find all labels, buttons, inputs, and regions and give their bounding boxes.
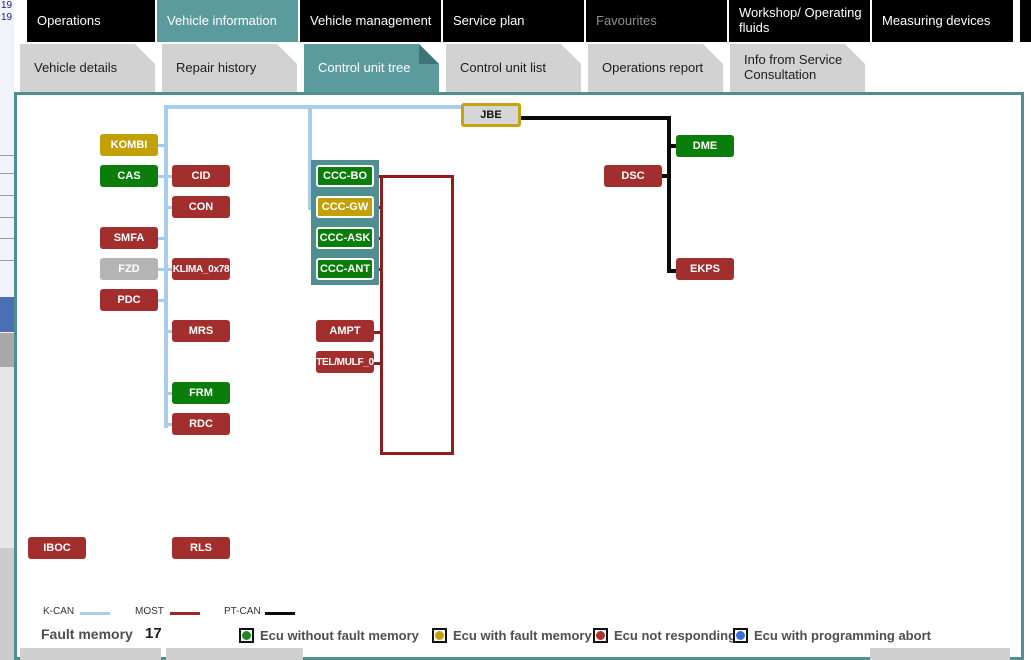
kcan-legend-line <box>80 612 110 615</box>
most-ring <box>380 175 454 455</box>
ptcan-vertical-line <box>667 116 671 273</box>
legend-not-responding-icon <box>593 628 608 643</box>
ecu-node-fzd[interactable]: FZD <box>100 258 158 280</box>
ecu-node-ccc-ant[interactable]: CCC-ANT <box>316 258 374 280</box>
ecu-node-iboc[interactable]: IBOC <box>28 537 86 559</box>
kcan-stub-smfa <box>158 237 164 240</box>
ptcan-legend-label: PT-CAN <box>224 606 261 617</box>
ecu-node-ccc-ask[interactable]: CCC-ASK <box>316 227 374 249</box>
ecu-node-con[interactable]: CON <box>172 196 230 218</box>
kcan-stub-cas-cid <box>158 175 172 178</box>
tab-control-unit-list[interactable]: Control unit list <box>446 44 581 92</box>
fault-memory-count: 17 <box>145 625 162 642</box>
divider <box>0 195 14 196</box>
most-legend-line <box>170 612 200 615</box>
ecu-node-dsc[interactable]: DSC <box>604 165 662 187</box>
menu-vehicle-management[interactable]: Vehicle management <box>300 0 441 42</box>
legend-ok-label: Ecu without fault memory <box>260 628 419 643</box>
legend-not-responding-label: Ecu not responding <box>614 628 737 643</box>
background-window-block <box>0 333 14 367</box>
tab-info-from-service-consultation[interactable]: Info from Service Consultation <box>730 44 865 92</box>
ecu-node-ekps[interactable]: EKPS <box>676 258 734 280</box>
ecu-node-ccc-gw[interactable]: CCC-GW <box>316 196 374 218</box>
ptcan-top-line <box>521 116 671 120</box>
menu-favourites: Favourites <box>586 0 727 42</box>
kcan-stub-frm <box>165 392 172 395</box>
background-window-block <box>0 297 14 332</box>
control-unit-tree-panel: JBE KOMBI CAS CID CON SMFA FZD KLIMA_0x7… <box>14 92 1024 660</box>
tab-vehicle-details[interactable]: Vehicle details <box>20 44 155 92</box>
tab-control-unit-tree[interactable]: Control unit tree <box>304 44 439 92</box>
ptcan-stub-dsc <box>662 174 667 178</box>
ptcan-stub-ekps <box>671 269 676 273</box>
ecu-node-rls[interactable]: RLS <box>172 537 230 559</box>
horizontal-scrollbar[interactable] <box>870 648 1010 660</box>
ecu-node-kombi[interactable]: KOMBI <box>100 134 158 156</box>
fault-memory-label: Fault memory <box>41 626 133 642</box>
menu-workshop-operating-fluids[interactable]: Workshop/ Operating fluids <box>729 0 870 42</box>
kcan-stub-mrs <box>165 330 172 333</box>
ecu-node-smfa[interactable]: SMFA <box>100 227 158 249</box>
divider <box>0 217 14 218</box>
kcan-legend-label: K-CAN <box>43 606 75 617</box>
ptcan-stub-dme <box>671 144 676 148</box>
ptcan-legend-line <box>265 612 295 615</box>
divider <box>0 173 14 174</box>
tab-repair-history[interactable]: Repair history <box>162 44 297 92</box>
background-window-block <box>0 367 14 548</box>
tab-bar: Vehicle details Repair history Control u… <box>20 44 865 92</box>
menu-service-plan[interactable]: Service plan <box>443 0 584 42</box>
ecu-node-ccc-bo[interactable]: CCC-BO <box>316 165 374 187</box>
ecu-node-mrs[interactable]: MRS <box>172 320 230 342</box>
kcan-bus-vertical-line <box>164 105 168 428</box>
ecu-node-cid[interactable]: CID <box>172 165 230 187</box>
kcan-bus-top-line <box>164 105 461 109</box>
kcan-stub-pdc <box>158 299 164 302</box>
menu-operations[interactable]: Operations <box>27 0 155 42</box>
legend-fault-icon <box>432 628 447 643</box>
background-window: 19 19 <box>0 0 14 660</box>
most-legend-label: MOST <box>135 606 164 617</box>
ecu-node-tel-mulf[interactable]: TEL/MULF_0 <box>316 351 374 373</box>
ecu-node-jbe[interactable]: JBE <box>461 103 521 127</box>
legend-ok-icon <box>239 628 254 643</box>
ecu-node-pdc[interactable]: PDC <box>100 289 158 311</box>
ecu-node-ampt[interactable]: AMPT <box>316 320 374 342</box>
divider <box>0 260 14 261</box>
legend-fault-label: Ecu with fault memory <box>453 628 592 643</box>
kcan-stub-kombi <box>158 144 164 147</box>
background-window-text: 19 <box>1 0 13 11</box>
tab-operations-report[interactable]: Operations report <box>588 44 723 92</box>
footer-button-placeholder[interactable] <box>20 648 161 660</box>
ecu-node-dme[interactable]: DME <box>676 135 734 157</box>
ccc-group-highlight: CCC-BO CCC-GW CCC-ASK CCC-ANT <box>311 160 379 285</box>
menu-measuring-devices[interactable]: Measuring devices <box>872 0 1013 42</box>
ecu-node-frm[interactable]: FRM <box>172 382 230 404</box>
menu-vehicle-information[interactable]: Vehicle information <box>157 0 298 42</box>
legend-programming-abort-icon <box>733 628 748 643</box>
footer-button-placeholder[interactable] <box>166 648 303 660</box>
kcan-stub-fzd-klima <box>158 268 172 271</box>
divider <box>0 155 14 156</box>
most-stub-tel-mulf <box>374 362 380 365</box>
kcan-branch-vertical-line <box>308 105 312 210</box>
ecu-node-klima[interactable]: KLIMA_0x78 <box>172 258 230 280</box>
background-window-text: 19 <box>1 12 13 23</box>
most-stub-ampt <box>374 331 380 334</box>
main-menu: Operations Vehicle information Vehicle m… <box>27 0 1013 42</box>
divider <box>0 238 14 239</box>
kcan-stub-con <box>165 206 172 209</box>
menu-overflow-stub <box>1020 0 1031 42</box>
ecu-node-rdc[interactable]: RDC <box>172 413 230 435</box>
legend-programming-abort-label: Ecu with programming abort <box>754 628 931 643</box>
background-window-block <box>0 548 14 660</box>
ecu-node-cas[interactable]: CAS <box>100 165 158 187</box>
kcan-stub-rdc <box>165 423 172 426</box>
